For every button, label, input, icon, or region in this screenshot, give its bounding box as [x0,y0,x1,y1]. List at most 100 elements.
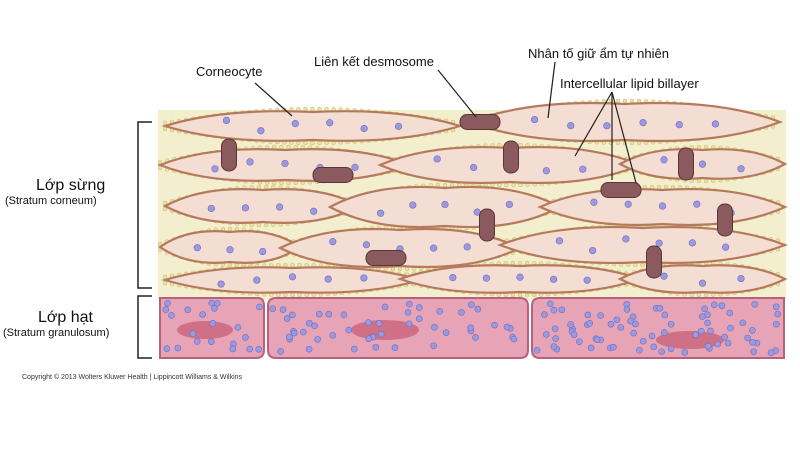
nmf-dot [698,279,707,287]
lipid-bead [227,226,233,232]
desmosome [221,138,237,172]
nmf-dot [288,273,297,281]
granule-dot [163,345,171,352]
granule-dot [744,334,751,342]
nmf-dot [603,122,611,130]
granule-dot [430,342,437,350]
lipid-bead [317,140,322,146]
nmf-dot [505,200,514,209]
lipid-bead [303,106,308,112]
lipid-bead [256,222,262,228]
granule-dot [710,301,718,309]
granule-dot [365,335,373,343]
lipid-bead [297,292,302,298]
nmf-dot [253,276,261,284]
stratum-granulosum-label: Lớp hạt [38,309,93,326]
desmosome [479,208,495,242]
granule-dots [162,299,781,357]
granule-dot [314,336,321,343]
nmf-dot [394,122,403,130]
lipid-bead [286,180,291,186]
granule-dot [300,328,307,336]
nmf-dot [589,246,597,255]
granule-dot [533,346,541,354]
lipid-bead [656,184,662,190]
granule-dot [242,334,249,341]
granule-dot [639,337,647,345]
lipid-bead [622,98,628,104]
granule-dot [162,306,170,313]
granule-dot [381,303,389,311]
granule-dot [586,320,594,327]
granule-dot [656,304,664,312]
granule-dot [255,345,263,353]
granule-dot [375,320,383,327]
stratum-corneum-latin: (Stratum corneum) [5,195,97,207]
lipid-bead [633,262,638,268]
copyright-notice: Copyright © 2013 Wolters Kluwer Health |… [22,374,243,381]
granule-dot [467,324,474,332]
nmf-dot [590,198,598,206]
nmf-dot [409,201,417,209]
granule-dot [661,329,668,336]
granule-dot [707,327,714,335]
nmf-dot [698,160,707,168]
nmf-dot [622,235,630,243]
desmosome [459,114,501,130]
nmf-dot [441,200,449,209]
granule-dot [607,320,615,328]
lipid-bead [162,120,168,126]
granule-dot [751,300,759,308]
lipid-bead [510,260,516,266]
granule-dot [340,311,348,319]
granule-dot [510,335,518,343]
granule-dot [587,344,595,352]
granule-dot [699,313,706,320]
nmf-dot [360,274,368,282]
granule-dot [174,344,182,352]
granule-dot [472,334,479,341]
lipid-bead [162,280,168,286]
lipid-bead [317,106,322,112]
granule-dot [774,310,781,318]
granule-dot [650,343,658,351]
granule-dot [749,327,756,334]
lipid-bead [256,184,262,190]
granule-dot [661,311,669,319]
lipid-bead [297,262,302,268]
nmf-dot [737,165,745,173]
nmf-dot [324,275,332,283]
nmf-dot [217,280,225,288]
granule-dot [269,305,277,313]
nmf-dot [660,272,668,280]
lipid-bead [310,140,315,146]
desmosome [503,140,519,174]
nmf-dot [516,273,524,281]
lipid-bead [283,292,288,298]
desmosome-group [221,114,733,279]
nmf-dot [360,124,368,133]
lipid-bead [663,184,669,190]
lipid-leader-1 [574,91,613,157]
corneocyte-leader [254,82,293,117]
granule-dot [772,320,780,328]
granule-dot [724,339,732,347]
lipid-bead [397,266,403,272]
granule-dot [290,329,298,337]
granule-dot [213,300,221,307]
desmosome [365,250,407,266]
granule-dot [211,305,218,312]
corneocyte-2 [466,101,784,143]
nmf-dot [482,274,491,282]
granule-dot [617,324,625,331]
lipid-bead [517,292,523,298]
nmf-dot [193,244,201,252]
granule-dot [547,300,554,308]
nmf-dot [639,119,647,127]
granule-dot [234,324,242,331]
granule-dot [721,333,728,341]
desmosome-label: Liên kết desmosome [314,54,434,69]
granule-dot [726,309,734,317]
granule-dot [436,308,444,315]
